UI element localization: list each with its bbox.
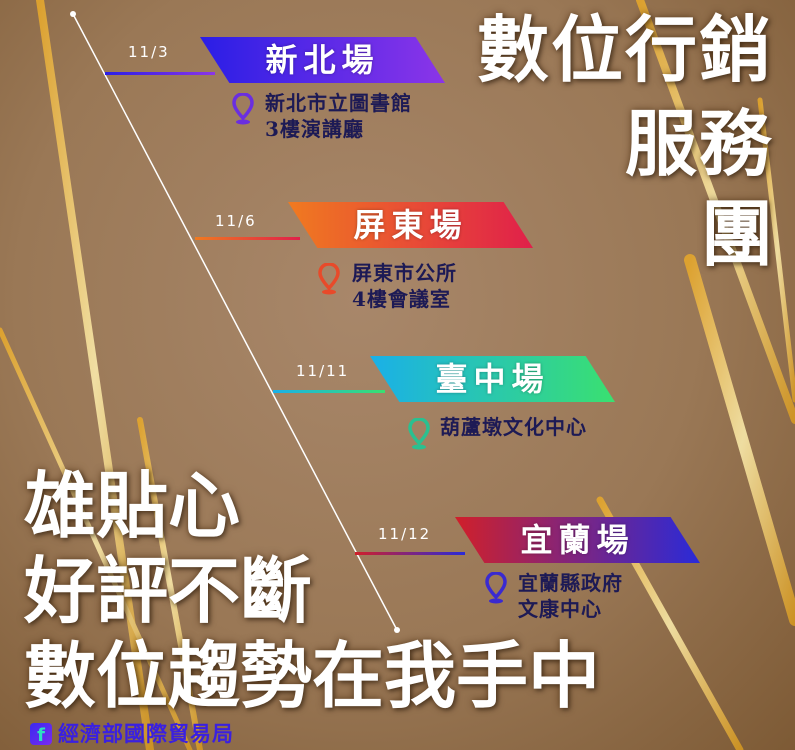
footer: f 經濟部國際貿易局 — [30, 722, 234, 746]
venue-line: 葫蘆墩文化中心 — [440, 415, 587, 439]
title-line-2: 服務 — [624, 102, 773, 186]
title-line-3: 團 — [700, 192, 773, 276]
event-date: 11/3 — [128, 43, 170, 61]
title-line-1: 數位行銷 — [476, 8, 773, 92]
venue-line: 新北市立圖書館 — [265, 91, 412, 115]
facebook-icon[interactable]: f — [30, 723, 52, 745]
event-banner: 宜蘭場 — [455, 517, 700, 563]
slogan-line-2: 好評不斷 — [24, 549, 313, 633]
event-connector — [273, 390, 385, 393]
venue-line: 文康中心 — [518, 597, 602, 621]
venue-line: 4樓會議室 — [352, 287, 451, 311]
event-venue: 葫蘆墩文化中心 — [440, 414, 587, 440]
event-banner: 新北場 — [200, 37, 445, 83]
footer-label: 經濟部國際貿易局 — [58, 721, 234, 746]
location-pin-icon — [232, 93, 254, 125]
event-banner: 臺中場 — [370, 356, 615, 402]
slogan-line-3: 數位趨勢在我手中 — [24, 634, 601, 718]
location-pin-icon — [408, 418, 430, 450]
timeline-line — [72, 13, 398, 631]
event-date: 11/11 — [296, 362, 350, 380]
location-pin-icon — [318, 263, 340, 295]
venue-line: 屏東市公所 — [352, 261, 457, 285]
event-date: 11/6 — [215, 212, 257, 230]
event-connector — [105, 72, 215, 75]
event-date: 11/12 — [378, 525, 432, 543]
slogan-line-1: 雄貼心 — [24, 464, 241, 548]
event-connector — [195, 237, 300, 240]
venue-line: 3樓演講廳 — [265, 117, 364, 141]
event-connector — [355, 552, 465, 555]
event-banner: 屏東場 — [288, 202, 533, 248]
venue-line: 宜蘭縣政府 — [518, 571, 623, 595]
event-venue: 宜蘭縣政府文康中心 — [518, 570, 623, 622]
location-pin-icon — [485, 572, 507, 604]
